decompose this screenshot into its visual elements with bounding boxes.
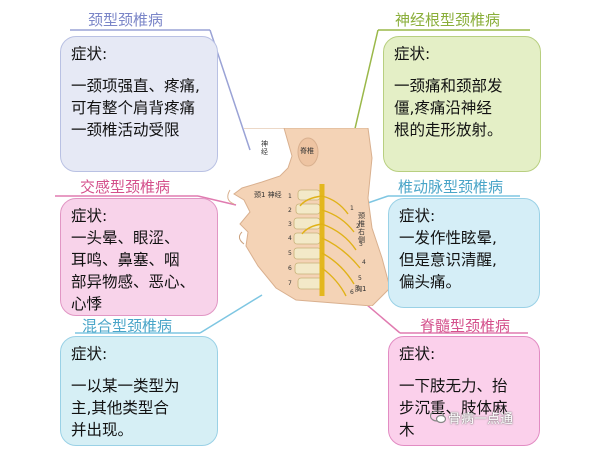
title-mixed-type: 混合型颈椎病: [82, 317, 173, 335]
svg-text:6: 6: [288, 265, 292, 272]
card-neck-type: 症状: 一颈项强直、疼痛, 可有整个肩背疼痛 一颈椎活动受限: [60, 36, 218, 172]
svg-text:6: 6: [350, 289, 354, 296]
title-nerve-root-type: 神经根型颈椎病: [395, 11, 501, 29]
svg-text:2: 2: [356, 223, 360, 230]
card-spinal-cord-label: 症状:: [399, 345, 436, 363]
svg-text:3: 3: [359, 241, 363, 248]
anatomy-label-bottom: 胸1: [355, 285, 367, 293]
card-nerve-root-text: 一颈痛和颈部发 僵,疼痛沿神经 根的走形放射。: [394, 77, 503, 139]
card-mixed-text: 一以某一类型为 主,其他类型合 并出现。: [71, 377, 180, 439]
anatomy-label-nerve: 神经: [261, 140, 268, 156]
card-sympathetic-label: 症状:: [71, 207, 108, 225]
card-spinal-cord-text: 一下肢无力、抬 步沉重、肢体麻 木: [399, 377, 508, 439]
anatomy-label-spinal: 脊椎: [300, 147, 314, 155]
card-nerve-root-label: 症状:: [394, 45, 431, 63]
card-vertebral-artery-label: 症状:: [399, 207, 436, 225]
anatomy-label-c1: 颈1 神经: [254, 191, 282, 199]
card-mixed-label: 症状:: [71, 345, 108, 363]
title-vertebral-artery-type: 椎动脉型颈椎病: [398, 178, 504, 196]
svg-text:5: 5: [288, 250, 292, 257]
card-neck-label: 症状:: [71, 45, 108, 63]
neck-anatomy-illustration: 123 456 7 123 456: [227, 128, 390, 306]
card-vertebral-artery-text: 一发作性眩晕, 但是意识清醒, 偏头痛。: [399, 229, 497, 291]
svg-text:5: 5: [358, 275, 362, 282]
svg-text:4: 4: [288, 235, 292, 242]
title-neck-type: 颈型颈椎病: [88, 11, 164, 29]
title-sympathetic-type: 交感型颈椎病: [80, 178, 171, 196]
svg-text:7: 7: [288, 280, 292, 287]
card-sympathetic-type: 症状: 一头晕、眼涩、 耳鸣、鼻塞、咽 部异物感、恶心、 心悸: [60, 198, 218, 316]
card-neck-text: 一颈项强直、疼痛, 可有整个肩背疼痛 一颈椎活动受限: [71, 77, 200, 139]
card-nerve-root-type: 症状: 一颈痛和颈部发 僵,疼痛沿神经 根的走形放射。: [383, 36, 541, 172]
svg-text:1: 1: [350, 205, 354, 212]
svg-text:4: 4: [362, 259, 366, 266]
watermark-text: 骨病一点通: [448, 412, 514, 427]
card-vertebral-artery-type: 症状: 一发作性眩晕, 但是意识清醒, 偏头痛。: [388, 198, 540, 308]
chat-bubble-icon: [430, 410, 446, 424]
svg-text:3: 3: [288, 221, 292, 228]
anatomy-label-right: 颈椎右侧: [358, 212, 365, 244]
title-spinal-cord-type: 脊髓型颈椎病: [420, 317, 511, 335]
svg-text:2: 2: [288, 207, 292, 214]
card-spinal-cord-type: 症状: 一下肢无力、抬 步沉重、肢体麻 木: [388, 336, 540, 446]
card-mixed-type: 症状: 一以某一类型为 主,其他类型合 并出现。: [60, 336, 218, 446]
spine: [293, 189, 325, 290]
card-sympathetic-text: 一头晕、眼涩、 耳鸣、鼻塞、咽 部异物感、恶心、 心悸: [71, 229, 196, 313]
svg-text:1: 1: [288, 193, 292, 200]
